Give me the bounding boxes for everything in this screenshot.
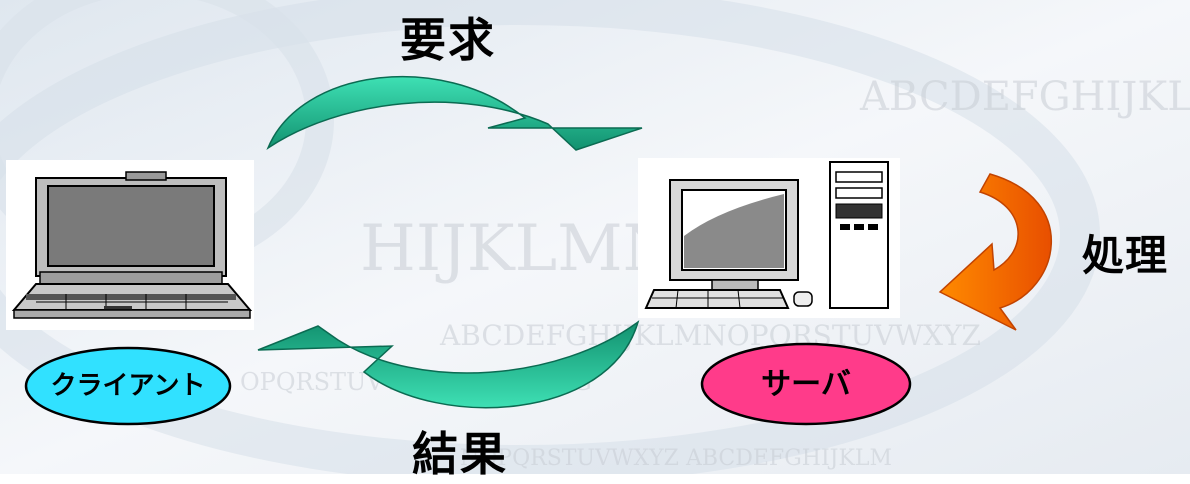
diagram-arrows	[24, 75, 1052, 426]
laptop-icon	[11, 171, 253, 319]
svg-text:NOPQRSTUVWXYZ ABCDEFGHIJKLM: NOPQRSTUVWXYZ ABCDEFGHIJKLM	[460, 446, 892, 471]
process-arrow	[938, 173, 1052, 331]
svg-text:ABCDEFGHIJKLMNOPQRSTUVWXYZ: ABCDEFGHIJKLMNOPQRSTUVWXYZ	[439, 319, 981, 352]
client-computer	[6, 160, 254, 330]
process-label: 処理	[1082, 231, 1169, 280]
result-label: 結果	[412, 427, 508, 481]
svg-text:ABCDEFGHIJKLMNO: ABCDEFGHIJKLMNO	[859, 74, 1190, 120]
server-label: サーバ	[761, 367, 851, 402]
server-ellipse	[700, 342, 912, 426]
server-computer	[638, 158, 900, 318]
request-arrow	[266, 75, 643, 151]
desktop-computer-icon	[644, 161, 889, 309]
request-label: 要求	[400, 13, 496, 67]
client-label: クライアント	[50, 371, 206, 401]
client-ellipse	[24, 346, 232, 426]
result-arrow	[257, 320, 640, 409]
